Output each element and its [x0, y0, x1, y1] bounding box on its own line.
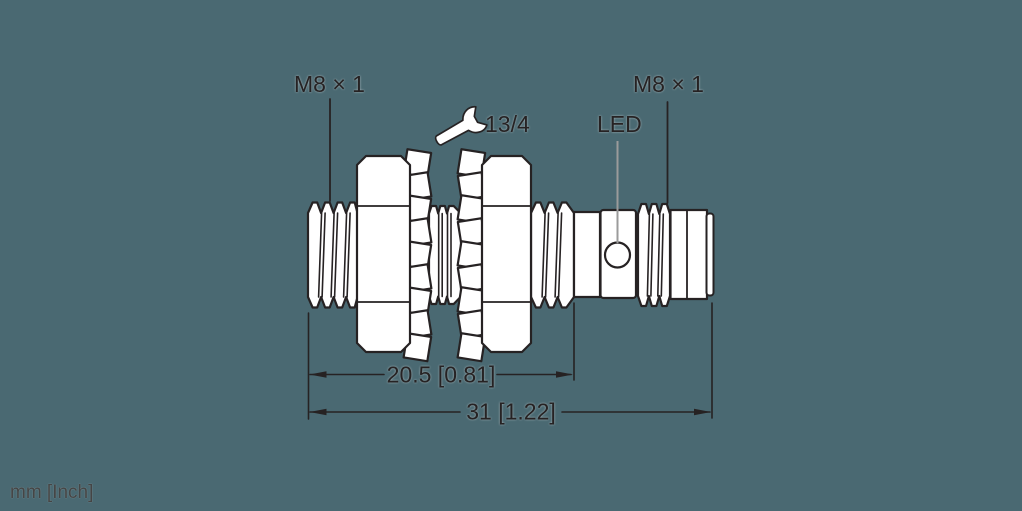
generated-geometry — [306, 148, 711, 416]
thread-section-mid — [427, 204, 463, 306]
label-thread-size-right: M8 × 1 — [633, 71, 704, 97]
thread-section-connector — [636, 202, 672, 308]
hex-nut-rear — [480, 154, 533, 354]
label-dim-overall-length: 31 [1.22] — [466, 398, 556, 425]
wrench-icon — [434, 105, 488, 146]
label-wrench-size: 13/4 — [485, 111, 530, 137]
thread-section-mid-flanks — [437, 212, 452, 298]
label-units: mm [Inch] — [10, 482, 94, 503]
label-thread-size-left: M8 × 1 — [294, 71, 365, 97]
washer-tooth — [456, 332, 487, 363]
connector-end-cap — [705, 212, 715, 297]
sensor-body-ring — [572, 210, 602, 299]
label-led: LED — [597, 111, 642, 137]
thread-section-left-flanks — [317, 212, 351, 298]
thread-section-rear-flanks — [541, 212, 563, 298]
label-dim-body-length: 20.5 [0.81] — [386, 361, 496, 388]
connector-barrel — [669, 208, 709, 301]
hex-nut-front — [355, 154, 412, 354]
led-window — [603, 241, 632, 269]
thread-section-connector-flanks — [646, 213, 665, 297]
thread-section-rear — [529, 201, 576, 309]
